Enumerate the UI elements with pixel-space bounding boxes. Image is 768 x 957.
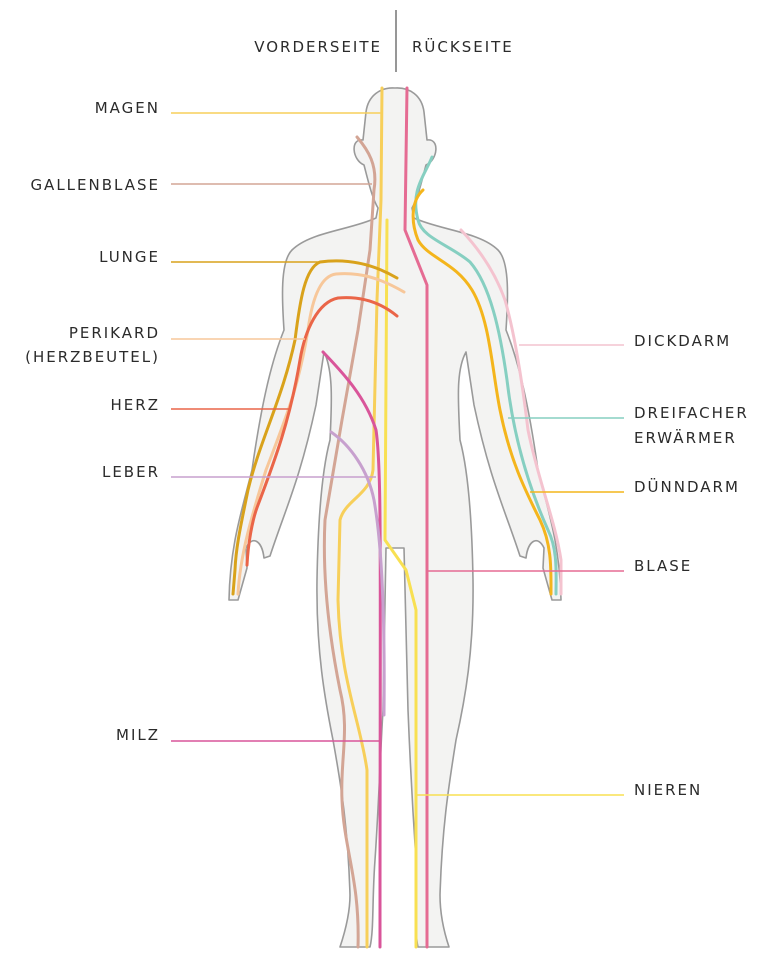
label-nieren: NIEREN — [634, 781, 702, 799]
header-back-label: RÜCKSEITE — [412, 37, 514, 56]
label-lunge: LUNGE — [99, 248, 160, 266]
label-dreifacher-line2: ERWÄRMER — [634, 428, 737, 447]
label-perikard-line1: PERIKARD — [69, 324, 160, 342]
label-milz: MILZ — [116, 726, 160, 744]
body-silhouette — [229, 88, 561, 947]
label-dickdarm: DICKDARM — [634, 332, 731, 350]
label-duenndarm: DÜNNDARM — [634, 477, 740, 496]
label-gallenblase: GALLENBLASE — [30, 176, 160, 194]
header-front-label: VORDERSEITE — [254, 38, 382, 56]
label-magen: MAGEN — [95, 99, 160, 117]
label-herz: HERZ — [111, 396, 160, 414]
label-leber: LEBER — [102, 463, 160, 481]
label-blase: BLASE — [634, 557, 692, 575]
label-dreifacher-line1: DREIFACHER — [634, 404, 749, 422]
label-perikard-line2: (HERZBEUTEL) — [25, 348, 160, 366]
